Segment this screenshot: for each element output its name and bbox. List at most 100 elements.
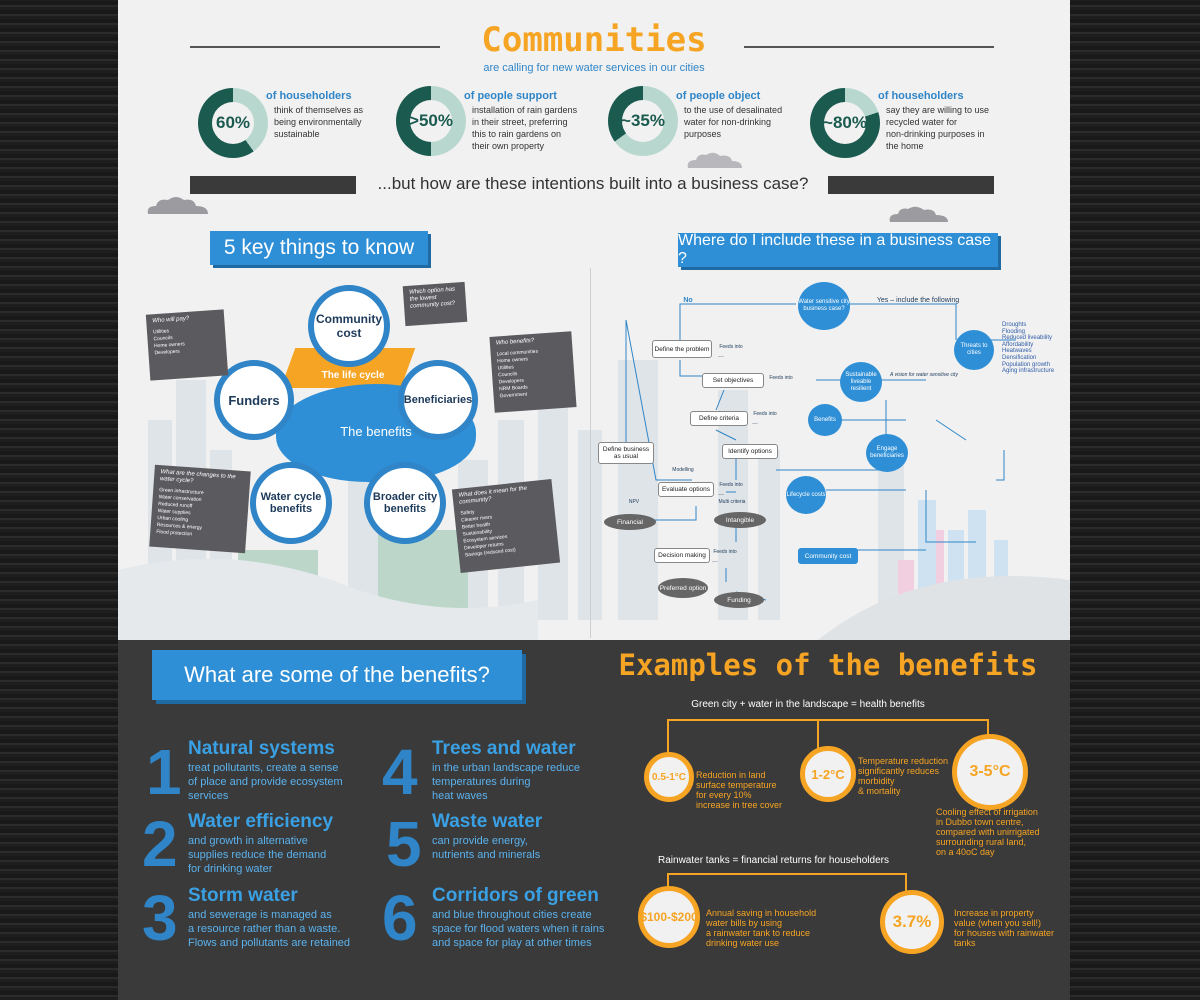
stat-value: ~35% xyxy=(621,100,665,142)
percent-ring: ~35% xyxy=(608,86,678,156)
ellipsis: ... xyxy=(718,490,724,497)
ellipsis: ... xyxy=(712,557,718,564)
water-cycle-circle: Water cycle benefits xyxy=(250,462,332,544)
percent-ring: ~80% xyxy=(810,88,880,158)
benefit-number: 5 xyxy=(386,808,422,880)
benefits-banner: What are some of the benefits? xyxy=(152,650,522,700)
benefit-number: 3 xyxy=(142,882,178,954)
cloud-icon xyxy=(147,197,208,214)
top-section: Communities are calling for new water se… xyxy=(118,0,1070,640)
health-label: Green city + water in the landscape = he… xyxy=(691,699,925,710)
examples-title: Examples of the benefits xyxy=(618,648,1038,682)
section-divider xyxy=(590,268,591,638)
funders-circle: Funders xyxy=(214,360,294,440)
lifecycle-label: The life cycle xyxy=(321,370,385,381)
infographic-poster: Communities are calling for new water se… xyxy=(118,0,1070,1000)
card-broader-city: What does it mean for the community? Saf… xyxy=(451,479,561,573)
beneficiaries-circle: Beneficiaries xyxy=(398,360,478,440)
tanks-label: Rainwater tanks = financial returns for … xyxy=(658,855,889,866)
npv-label: NPV xyxy=(628,499,640,505)
percent-ring: >50% xyxy=(396,86,466,156)
stat-heading: of householders xyxy=(878,90,964,102)
benefit-title: Trees and water xyxy=(432,738,576,759)
benefit-number: 1 xyxy=(146,736,182,808)
example-value-ring: 1-2°C xyxy=(800,746,856,802)
header-rule-left xyxy=(190,46,440,48)
background-wood-right xyxy=(1070,0,1200,1000)
benefit-text: can provide energy,nutrients and mineral… xyxy=(432,835,541,861)
funding-node: Funding xyxy=(714,592,764,608)
set-objectives-box: Set objectives xyxy=(702,373,764,388)
page-title: Communities xyxy=(481,20,707,60)
stat-heading: of people object xyxy=(676,90,761,102)
financial-node: Financial xyxy=(604,514,656,530)
page-subtitle: are calling for new water services in ou… xyxy=(483,62,705,74)
example-value-ring: 3-5°C xyxy=(952,734,1028,810)
key-things-banner: 5 key things to know xyxy=(210,231,428,265)
lifecycle-costs-node: Lifecycle costs xyxy=(786,476,826,514)
broader-city-circle: Broader city benefits xyxy=(364,462,446,544)
business-case-question: ...but how are these intentions built in… xyxy=(377,174,809,193)
header-rule-right xyxy=(744,46,994,48)
wsc-business-case-node: Water sensitive city business case? xyxy=(798,282,850,330)
feeds-into-label: Feeds into xyxy=(719,344,743,350)
flowchart-connectors xyxy=(625,303,1016,601)
threats-node: Threats to cities xyxy=(954,330,994,370)
benefit-title: Natural systems xyxy=(188,738,335,759)
sustainable-node: Sustainable liveable resilient xyxy=(840,362,882,402)
identify-options-box: Identify options xyxy=(722,444,778,459)
evaluate-options-box: Evaluate options xyxy=(658,482,714,497)
decision-making-box: Decision making xyxy=(654,548,710,563)
define-bau-box: Define business as usual xyxy=(598,442,654,464)
stat-heading: of people support xyxy=(464,90,557,102)
stat-value: >50% xyxy=(409,100,453,142)
stat-heading: of householders xyxy=(266,90,352,102)
feeds-into-label: Feeds into xyxy=(713,549,737,555)
engage-beneficiaries-node: Engage beneficiaries xyxy=(866,434,908,472)
flowchart-banner: Where do I include these in a business c… xyxy=(678,232,998,267)
flow-yes-label: Yes – include the following xyxy=(876,297,960,304)
modelling-label: Modelling xyxy=(672,467,694,473)
preferred-option-node: Preferred option xyxy=(658,578,708,598)
example-value-ring: $100-$200 xyxy=(638,886,700,948)
example-value-ring: 0.5-1°C xyxy=(644,752,694,802)
card-community-cost: Which option has the lowest community co… xyxy=(402,281,468,327)
benefit-title: Storm water xyxy=(188,885,298,906)
stat-value: 60% xyxy=(212,102,254,144)
community-cost-circle: Community cost xyxy=(308,285,390,367)
card-water-cycle: What are the changes to the water cycle?… xyxy=(149,464,251,554)
vision-label: A vision for water sensitive city xyxy=(890,372,958,378)
question-bar-right xyxy=(828,176,994,194)
benefit-title: Waste water xyxy=(432,811,543,832)
stat-value: ~80% xyxy=(823,102,867,144)
percent-ring: 60% xyxy=(198,88,268,158)
benefits-core-label: The benefits xyxy=(340,424,412,439)
community-cost-box: Community cost xyxy=(798,548,858,564)
benefit-title: Water efficiency xyxy=(188,811,334,832)
benefit-number: 6 xyxy=(382,882,418,954)
feeds-into-label: Feeds into xyxy=(753,411,777,417)
bottom-section: What are some of the benefits? 1 Natural… xyxy=(118,640,1070,1000)
define-criteria-box: Define criteria xyxy=(690,411,748,426)
benefit-title: Corridors of green xyxy=(432,885,599,906)
multi-criteria-label: Multi criteria xyxy=(718,499,746,505)
question-bar-left xyxy=(190,176,356,194)
benefit-number: 4 xyxy=(382,736,418,808)
benefit-number: 2 xyxy=(142,808,178,880)
